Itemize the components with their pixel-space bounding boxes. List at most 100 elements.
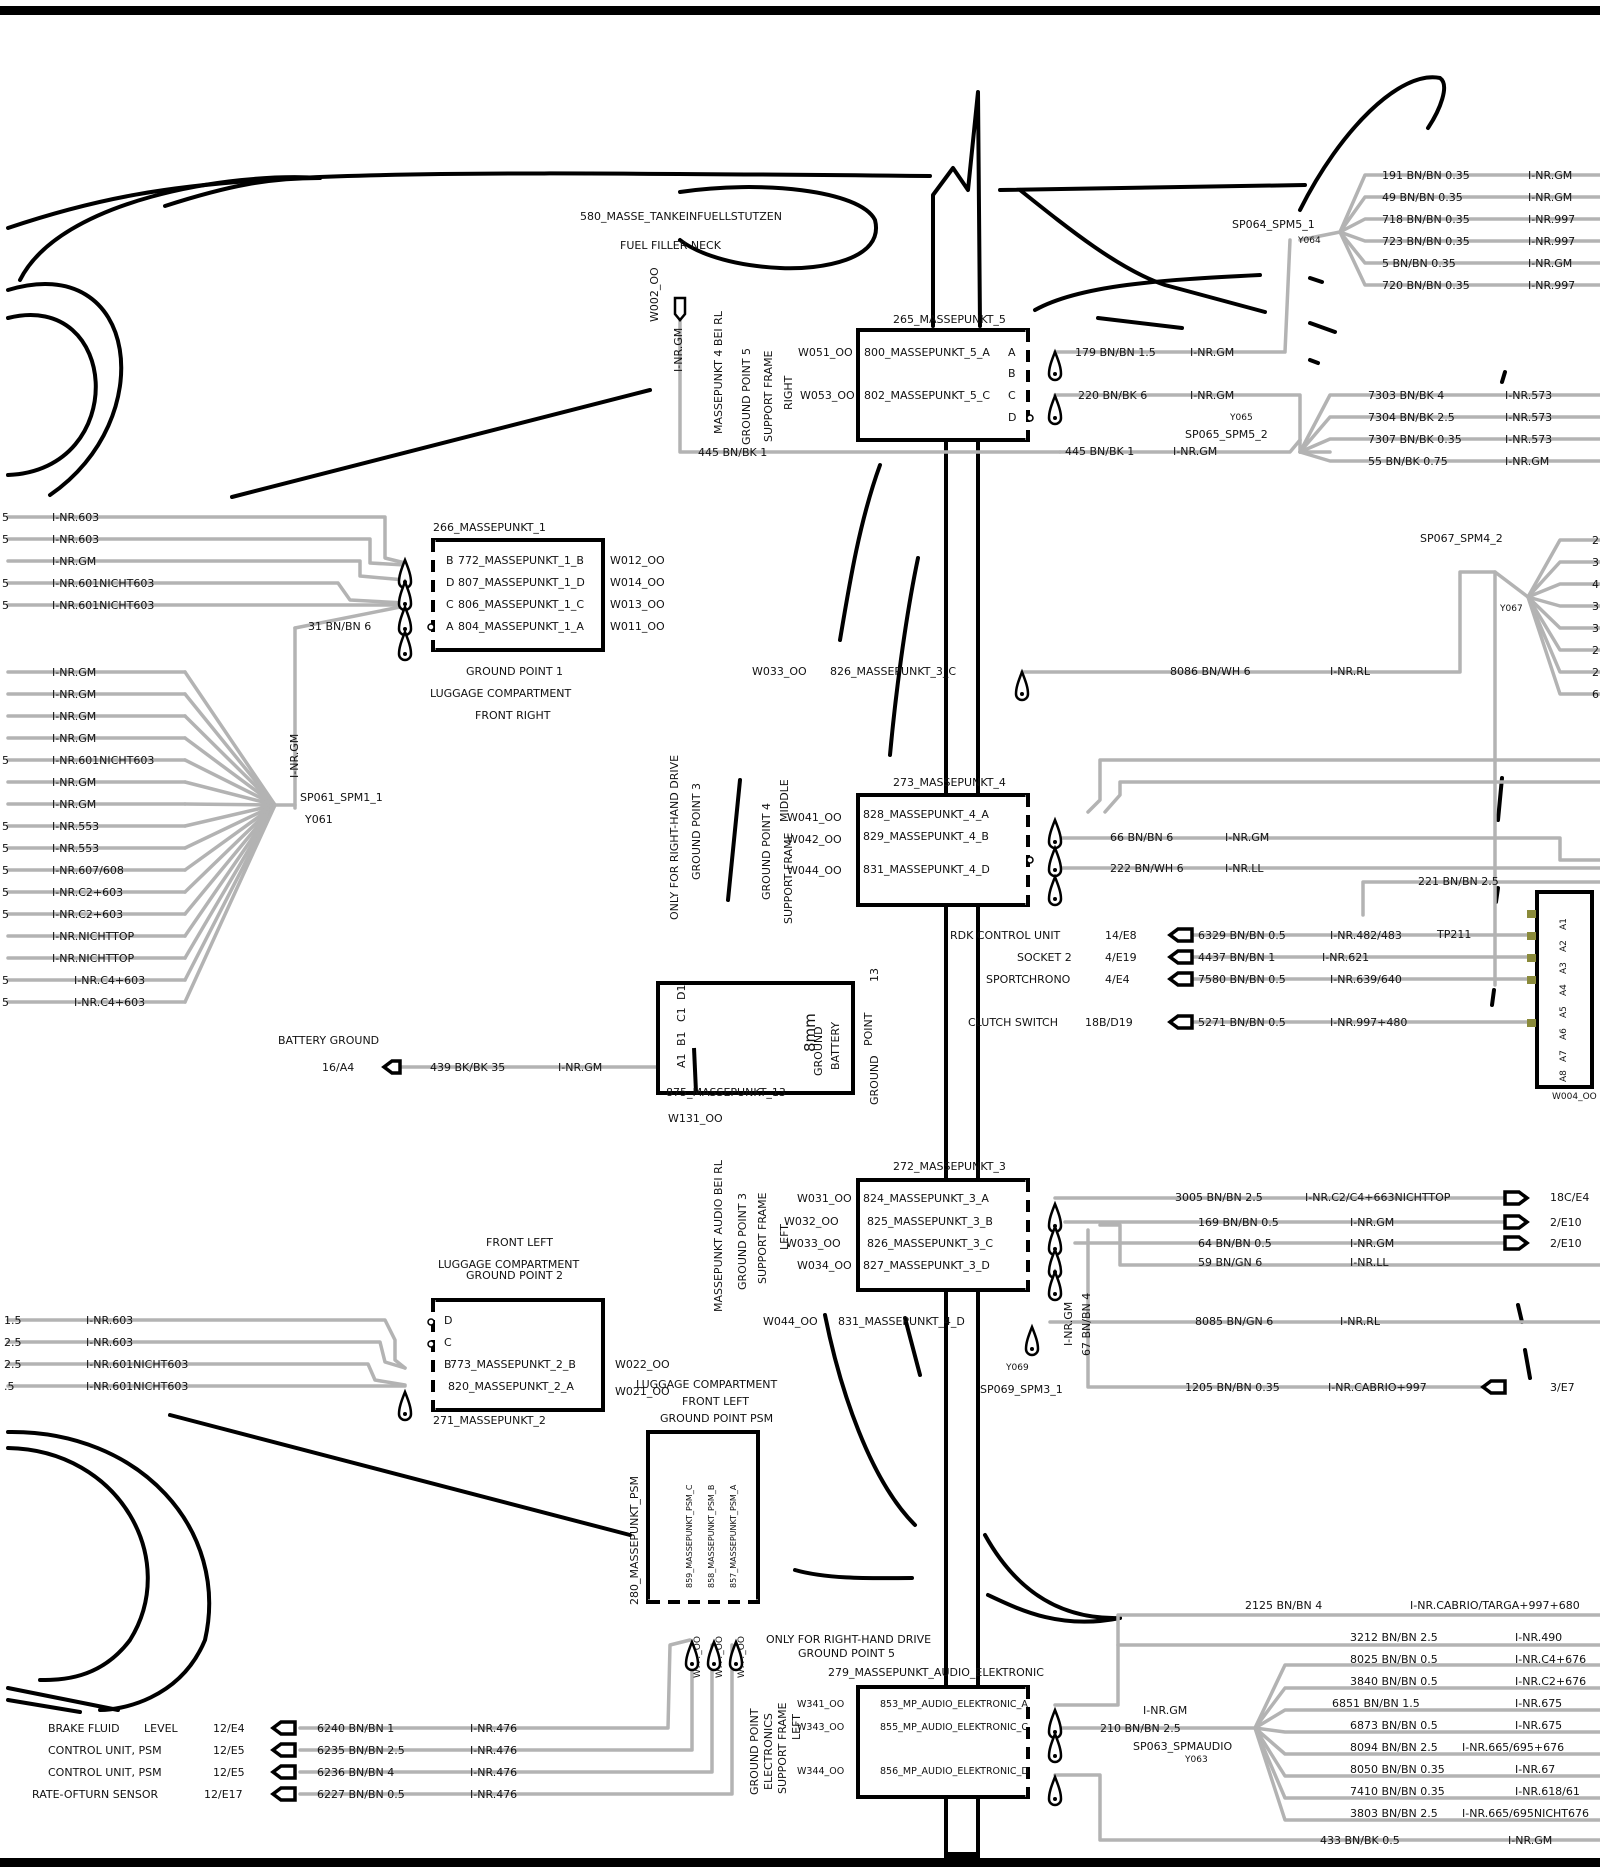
mp5-pin-c: 802_MASSEPUNKT_5_C [864, 389, 990, 402]
mp4-pin-a: 828_MASSEPUNKT_4_A [863, 808, 989, 821]
plug-2e10-b[interactable] [1503, 1235, 1530, 1251]
plug-rdk[interactable] [1167, 927, 1194, 943]
wire-66: 66 BN/BN 6 [1110, 831, 1173, 844]
plug-battery[interactable] [381, 1059, 402, 1075]
sp065-inr-3: I-NR.GM [1505, 455, 1549, 468]
mp1-letter-a: A [446, 620, 454, 633]
plug-psm-3[interactable] [270, 1764, 297, 1780]
sp067-stub-5: 2 [1592, 644, 1599, 657]
plug-psm-2[interactable] [270, 1742, 297, 1758]
sp061-inr-1: I-NR.GM [52, 688, 96, 701]
mp1-letter-c: C [446, 598, 454, 611]
mp3-right-wire-1: 169 BN/BN 0.5 [1198, 1216, 1279, 1229]
plug-2e10-a[interactable] [1503, 1214, 1530, 1230]
conn-mid-label-2: SPORTCHRONO [986, 973, 1071, 986]
w004-label: W004_OO [1552, 1092, 1597, 1102]
sp061-inr-15: I-NR.C4+603 [74, 996, 145, 1009]
sp063-inr-1: I-NR.C4+676 [1515, 1653, 1586, 1666]
sp061-inr-7: I-NR.553 [52, 820, 99, 833]
mp1-pin-c: 806_MASSEPUNKT_1_C [458, 598, 584, 611]
tp211-label: TP211 [1436, 928, 1471, 941]
rhd-only: ONLY FOR RIGHT-HAND DRIVE [668, 755, 681, 920]
wire-179: 179 BN/BN 1.5 [1075, 346, 1156, 359]
conn-mid-wire-1: 4437 BN/BN 1 [1198, 951, 1275, 964]
plug-socket2[interactable] [1167, 949, 1194, 965]
w051-label: W051_OO [798, 346, 853, 359]
mp2-letter-c: C [444, 1336, 452, 1349]
mp3-right-ref-1: 2/E10 [1550, 1216, 1582, 1229]
plug-3e7[interactable] [1480, 1379, 1507, 1395]
audio-pin-a: 853_MP_AUDIO_ELEKTRONIC_A [880, 1699, 1028, 1710]
battery-ground-point[interactable]: A1 B1 C1 D1 8mm GROUND BATTERY POINT 13 … [656, 968, 881, 1125]
wire-8086-inr: I-NR.RL [1330, 665, 1371, 678]
sp067-stub-0: 2 [1592, 534, 1599, 547]
plug-psm-4[interactable] [270, 1786, 297, 1802]
plug-18ce4[interactable] [1503, 1190, 1530, 1206]
inr-gm-445: I-NR.GM [1173, 445, 1217, 458]
plug-sportchrono[interactable] [1167, 971, 1194, 987]
mp1-left-inr-2: I-NR.GM [52, 555, 96, 568]
audio-w-c: W343_OO [797, 1722, 844, 1733]
ref-3e7: 3/E7 [1550, 1381, 1575, 1394]
ground-point-2[interactable]: D C B 773_MASSEPUNKT_2_B 820_MASSEPUNKT_… [427, 1236, 670, 1427]
sp065-label: SP065_SPM5_2 [1185, 428, 1268, 441]
sp061-inr-0: I-NR.GM [52, 666, 96, 679]
wire-220-inr: I-NR.GM [1190, 389, 1234, 402]
gp1-line-2: LUGGAGE COMPARTMENT [430, 687, 571, 700]
mp1-pin-a: 804_MASSEPUNKT_1_A [458, 620, 584, 633]
sp063-wire-7: 7410 BN/BN 0.35 [1350, 1785, 1445, 1798]
ground-point-psm[interactable]: 280_MASSEPUNKT_PSM 859_MASSEPUNKT_PSM_C … [628, 1378, 777, 1678]
bat-pin-d1: D1 [675, 985, 688, 1000]
gp2-line-1: FRONT LEFT [486, 1236, 553, 1249]
fuel-neck-label: 580_MASSE_TANKEINFUELLSTUTZEN [580, 210, 782, 223]
support-frame-3: SUPPORT FRAME [756, 1192, 769, 1284]
psm-box-title: 280_MASSEPUNKT_PSM [628, 1476, 641, 1605]
y063-label: Y063 [1184, 1755, 1208, 1765]
ground-point-4[interactable]: 273_MASSEPUNKT_4 828_MASSEPUNKT_4_A 829_… [787, 776, 1034, 907]
mp1-left-stub-1: 5 [2, 533, 9, 546]
sp065-wire-1: 7304 BN/BK 2.5 [1368, 411, 1455, 424]
bat-13: 13 [868, 968, 881, 982]
labels: 580_MASSE_TANKEINFUELLSTUTZEN FUEL FILLE… [144, 210, 1580, 1847]
plug-clutch[interactable] [1167, 1014, 1194, 1030]
psm-conn-label-1: CONTROL UNIT, PSM [48, 1744, 162, 1757]
sp061-stub-4: 5 [2, 754, 9, 767]
connector-w004[interactable]: A1 A2 A3 A4 A5 A6 A7 A8 W004_OO TP211 [1436, 890, 1597, 1102]
support-frame-5: SUPPORT FRAME [762, 350, 775, 442]
sp064-wire-2: 718 BN/BN 0.35 [1382, 213, 1470, 226]
psm-conn-wire-0: 6240 BN/BN 1 [317, 1722, 394, 1735]
mp1-pin-b: 772_MASSEPUNKT_1_B [458, 554, 584, 567]
w004-pin-a3: A3 [1559, 962, 1569, 974]
gp5-label: GROUND POINT 5 [740, 348, 753, 445]
mp4-w-b: W042_OO [787, 833, 842, 846]
plug-connectors[interactable] [270, 927, 1530, 1802]
bat-battery: BATTERY [829, 1022, 842, 1070]
ground-point-audio[interactable]: 279_MASSEPUNKT_AUDIO_ELEKTRONIC 853_MP_A… [766, 1633, 1044, 1799]
psm-conn-ref-1: 12/E5 [213, 1744, 245, 1757]
mp2-left-stub-3: .5 [4, 1380, 15, 1393]
sp061-fan [6, 670, 297, 1004]
mp5-letter-a: A [1008, 346, 1016, 359]
plug-psm-1[interactable] [270, 1720, 297, 1736]
support-frame-4: SUPPORT FRAME [782, 832, 795, 924]
audio-w-a: W341_OO [797, 1699, 844, 1710]
ground-point-5[interactable]: 265_MASSEPUNKT_5 800_MASSEPUNKT_5_A 802_… [856, 313, 1034, 442]
ground-point-1[interactable]: 266_MASSEPUNKT_1 B D C A 772_MASSEPUNKT_… [427, 521, 665, 722]
sp065-wire-0: 7303 BN/BK 4 [1368, 389, 1444, 402]
psm-conn-ref-0: 12/E4 [213, 1722, 245, 1735]
mp3-pin-a: 824_MASSEPUNKT_3_A [863, 1192, 989, 1205]
conn-mid-wire-0: 6329 BN/BN 0.5 [1198, 929, 1286, 942]
wire-network [6, 173, 1600, 1842]
conn-mid-label-1: SOCKET 2 [1017, 951, 1072, 964]
ground-point-3[interactable]: 272_MASSEPUNKT_3 824_MASSEPUNKT_3_A 825_… [784, 1160, 1031, 1292]
sp063-inr-5: I-NR.665/695+676 [1462, 1741, 1564, 1754]
mp1-left-stub-4: 5 [2, 599, 9, 612]
mp3-right-inr-0: I-NR.C2/C4+663NICHTTOP [1305, 1191, 1451, 1204]
bn445-right: 445 BN/BK 1 [1065, 445, 1134, 458]
mp3-right-inr-2: I-NR.GM [1350, 1237, 1394, 1250]
conn-mid-label-0: RDK CONTROL UNIT [950, 929, 1061, 942]
psm-conn-label-3: RATE-OFTURN SENSOR [32, 1788, 159, 1801]
sp063-inr-4: I-NR.675 [1515, 1719, 1562, 1732]
